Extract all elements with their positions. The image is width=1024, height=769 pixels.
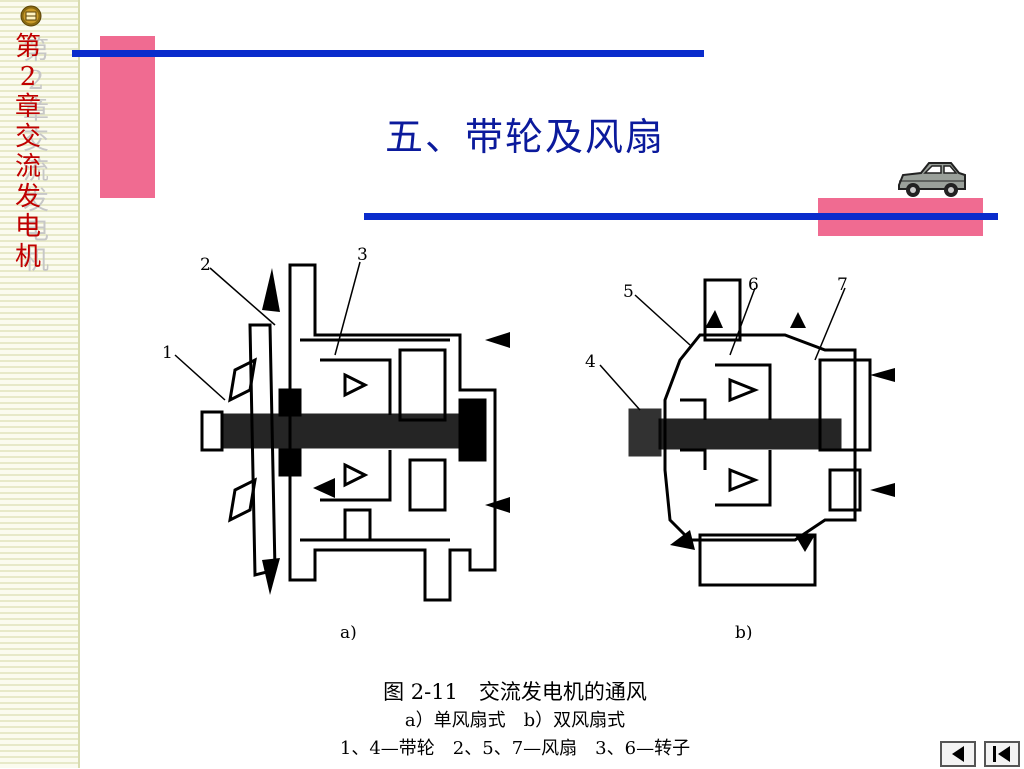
sublabel-b: b) (735, 623, 753, 640)
callout-b-2: 6 (748, 275, 759, 295)
callout-b-4: 4 (585, 352, 596, 372)
diagram-a-single-fan (200, 263, 497, 602)
callout-a-1: 2 (200, 255, 211, 275)
figure-caption: 图 2-11 交流发电机的通风 (383, 680, 647, 704)
first-slide-button[interactable] (984, 741, 1020, 767)
callout-b-3: 7 (837, 275, 848, 295)
blue-rule-bottom (364, 213, 998, 220)
chapter-title-text: 第2章 交流发电机 (14, 32, 41, 272)
figure-legend: 1、4—带轮 2、5、7—风扇 3、6—转子 (339, 738, 691, 759)
sidebar-edge (78, 0, 80, 768)
sidebar-background (0, 0, 78, 768)
blue-rule-top (72, 50, 704, 57)
chapter-title-shadow: 第2章 交流发电机 (22, 36, 49, 276)
car-icon (898, 162, 966, 197)
first-slide-icon (993, 746, 1010, 762)
figure-subcaption: a）单风扇式 b）双风扇式 (404, 710, 626, 731)
prev-slide-button[interactable] (940, 741, 976, 767)
pink-bar-top (100, 36, 155, 198)
callout-b-1: 5 (623, 282, 634, 302)
sublabel-a: a) (340, 623, 357, 640)
callout-a-2: 3 (357, 245, 368, 265)
airflow-arrows (262, 268, 895, 595)
slide-title: 五、带轮及风扇 (385, 115, 666, 159)
chapter-title: 第2章 交流发电机 第2章 交流发电机 (8, 32, 64, 282)
callout-a-3: 1 (162, 343, 173, 363)
previous-slide-icon (952, 746, 964, 762)
home-icon[interactable] (20, 5, 42, 27)
alternator-ventilation-figure: 2 3 1 5 6 7 4 a) b) (162, 245, 895, 640)
diagram-b-twin-fan (628, 278, 872, 587)
